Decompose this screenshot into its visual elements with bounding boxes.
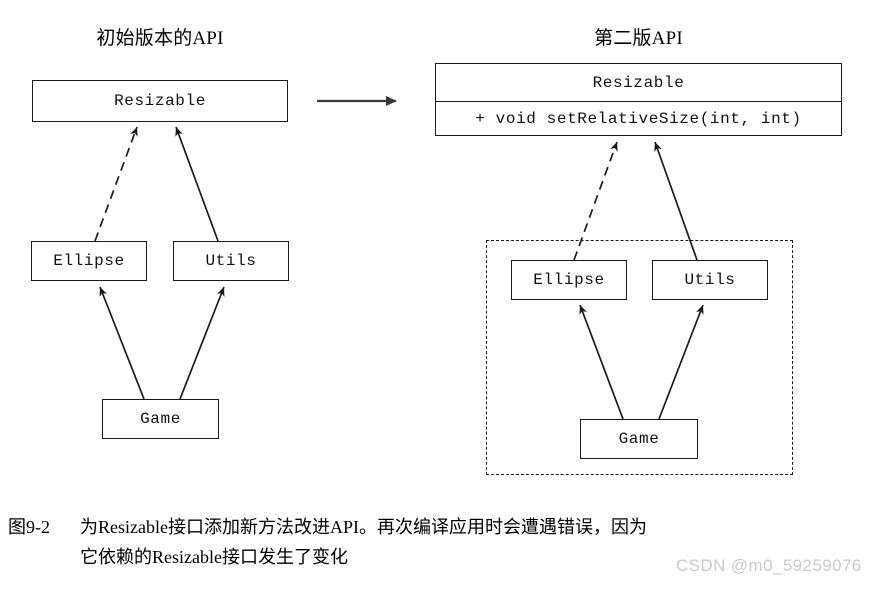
figure-caption-body: 为Resizable接口添加新方法改进API。再次编译应用时会遭遇错误，因为 它… — [80, 512, 840, 572]
right-box-resizable-method: + void setRelativeSize(int, int) — [436, 101, 841, 135]
right-dependent-application-group — [486, 240, 793, 475]
left-relation-game-to-ellipse — [99, 286, 145, 400]
left-relation-game-to-utils — [179, 286, 225, 400]
csdn-watermark: CSDN @m0_59259076 — [676, 556, 862, 575]
left-panel-title: 初始版本的API — [96, 28, 224, 49]
right-box-game-name: Game — [618, 430, 660, 448]
left-box-game[interactable]: Game — [102, 399, 219, 439]
figure-caption: 图9-2 为Resizable接口添加新方法改进API。再次编译应用时会遭遇错误… — [8, 512, 884, 576]
figure-caption-line-2: 它依赖的Resizable接口发生了变化 — [80, 547, 348, 567]
right-box-ellipse-name: Ellipse — [533, 271, 605, 289]
left-box-utils[interactable]: Utils — [173, 241, 289, 281]
right-box-ellipse[interactable]: Ellipse — [511, 260, 627, 300]
left-box-game-name: Game — [140, 410, 181, 428]
left-relation-ellipse-to-resizable — [94, 126, 138, 242]
right-box-resizable[interactable]: Resizable + void setRelativeSize(int, in… — [435, 63, 842, 136]
right-panel-title: 第二版API — [594, 28, 683, 49]
right-box-game[interactable]: Game — [580, 419, 698, 459]
left-box-resizable-name: Resizable — [114, 92, 206, 110]
left-box-ellipse-name: Ellipse — [53, 252, 125, 270]
figure-caption-label: 图9-2 — [8, 517, 50, 537]
right-box-utils[interactable]: Utils — [652, 260, 768, 300]
left-box-resizable[interactable]: Resizable — [32, 80, 288, 122]
left-relation-utils-to-resizable — [175, 126, 219, 242]
right-box-utils-name: Utils — [684, 271, 736, 289]
figure-caption-line-1: 为Resizable接口添加新方法改进API。再次编译应用时会遭遇错误，因为 — [80, 517, 647, 537]
right-relation-game-to-utils — [658, 304, 704, 420]
right-relation-game-to-ellipse — [579, 304, 624, 420]
left-box-ellipse[interactable]: Ellipse — [31, 241, 147, 281]
left-box-utils-name: Utils — [205, 252, 257, 270]
right-box-resizable-name: Resizable — [592, 73, 685, 92]
